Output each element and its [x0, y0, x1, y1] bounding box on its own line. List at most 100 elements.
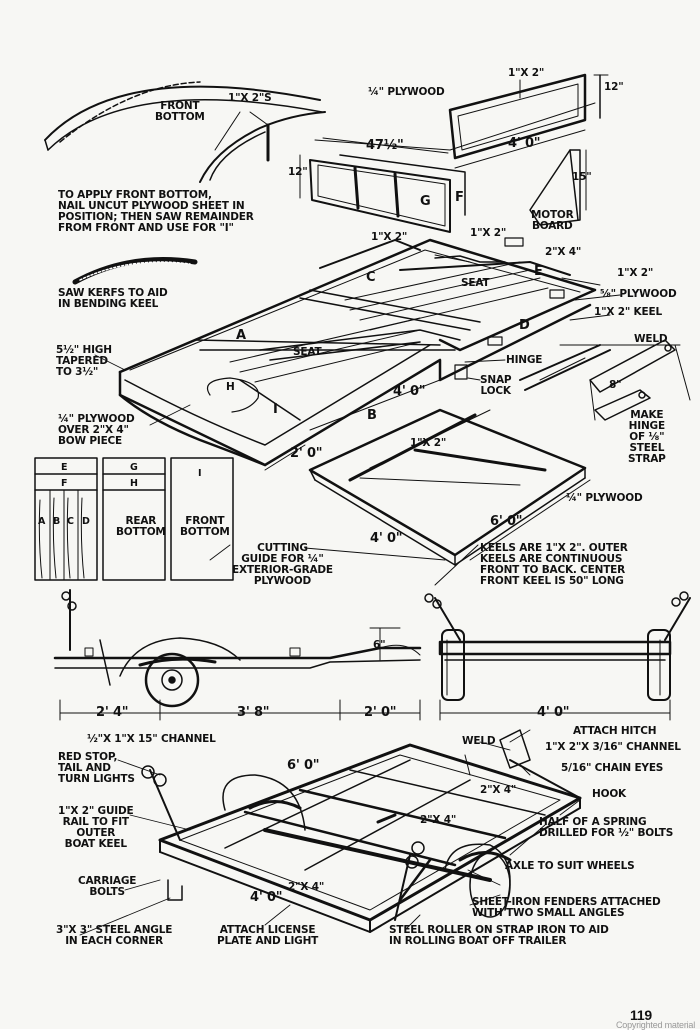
label-front-bottom: FRONT BOTTOM: [155, 100, 205, 123]
label-cut-b: B: [53, 516, 61, 527]
label-part-b: B: [367, 408, 377, 423]
label-saw-kerfs: SAW KERFS TO AID IN BENDING KEEL: [58, 287, 168, 310]
label-1x2-keel: 1"x 2" KEEL: [594, 306, 662, 318]
label-quarter-plywood-bottom: ¼" PLYWOOD: [566, 492, 643, 504]
label-cut-e: E: [61, 462, 68, 473]
dimension-lines-top: [264, 102, 596, 586]
label-part-h: H: [226, 381, 235, 393]
label-channel-half: ½"x 1"x 15" CHANNEL: [87, 733, 216, 745]
label-part-a: A: [236, 328, 246, 343]
front-bottom-sketch: [44, 81, 326, 183]
label-front-bottom-cut: FRONT BOTTOM: [180, 515, 230, 538]
label-1x2-mid-left: 1"x 2": [371, 231, 408, 243]
label-cut-i: I: [198, 468, 202, 479]
label-part-c: C: [366, 270, 376, 285]
label-5-8-plywood: ⅝" PLYWOOD: [600, 288, 677, 300]
label-keels-note: KEELS ARE 1"x 2". OUTER KEELS ARE CONTIN…: [480, 542, 628, 587]
label-dim-2ft0-side: 2' 0": [364, 705, 397, 720]
motor-board-sketch: [529, 149, 587, 226]
label-steel-roller: STEEL ROLLER ON STRAP IRON TO AID IN ROL…: [389, 924, 609, 947]
label-snap-lock: SNAP LOCK: [480, 374, 512, 397]
label-high-tapered: 5½" HIGH TAPERED TO 3½": [56, 344, 112, 378]
label-weld-top: WELD: [634, 333, 668, 345]
boat-hull: [118, 237, 597, 467]
label-dim-6-side: 6": [373, 639, 386, 651]
label-2x4-frame: 2"x 4": [480, 784, 517, 796]
label-hinge: HINGE: [506, 354, 543, 366]
page-number: 119: [630, 1007, 652, 1023]
label-dim-3ft8: 3' 8": [237, 705, 270, 720]
label-quarter-plywood-top: ¼" PLYWOOD: [368, 86, 445, 98]
label-dim-4ft-bottom: 4' 0": [370, 531, 403, 546]
label-dim-2ft-boat: 2' 0": [290, 446, 323, 461]
label-channel-3-16: 1"x 2"x 3/16" CHANNEL: [545, 741, 681, 753]
label-plywood-over-bow: ¼" PLYWOOD OVER 2"x 4" BOW PIECE: [58, 413, 135, 447]
leader-lines: [79, 254, 621, 936]
label-cut-c: C: [67, 516, 74, 527]
label-axle: AXLE TO SUIT WHEELS: [505, 860, 635, 872]
label-dim-4ft-boat: 4' 0": [393, 384, 426, 399]
label-half-spring: HALF OF A SPRING DRILLED FOR ½" BOLTS: [539, 816, 674, 839]
hinge-detail: [519, 339, 691, 421]
label-dim-15: 15": [572, 171, 592, 183]
top-plywood-panel: [448, 73, 609, 169]
label-dim-6ft-trailer: 6' 0": [287, 758, 320, 773]
label-cut-g: G: [130, 462, 138, 473]
label-dim-47-half: 47½": [366, 138, 404, 153]
label-make-hinge: MAKE HINGE OF ⅛" STEEL STRAP: [628, 409, 666, 465]
label-rear-bottom: REAR BOTTOM: [116, 515, 166, 538]
label-steel-angle: 3"x 3" STEEL ANGLE IN EACH CORNER: [56, 924, 173, 947]
label-dim-2ft4: 2' 4": [96, 705, 129, 720]
label-license-plate: ATTACH LICENSE PLATE AND LIGHT: [217, 924, 319, 947]
label-1x2s: 1"x 2"s: [228, 92, 272, 104]
label-cut-h: H: [130, 478, 138, 489]
label-fenders: SHEET-IRON FENDERS ATTACHED WITH TWO SMA…: [472, 896, 661, 919]
label-2x4-front: 2"x 4": [288, 881, 325, 893]
label-chain-eyes: 5/16" CHAIN EYES: [561, 762, 664, 774]
label-part-e: E: [534, 264, 543, 279]
label-weld-trailer: WELD: [462, 735, 496, 747]
label-dim-6ft-bottom: 6' 0": [490, 514, 523, 529]
label-part-f: F: [455, 190, 464, 205]
label-apply-front-bottom: TO APPLY FRONT BOTTOM, NAIL UNCUT PLYWOO…: [58, 189, 254, 234]
transom-panel: [299, 139, 466, 233]
label-2x4-cross: 2"x 4": [420, 814, 457, 826]
label-dim-8: 8": [609, 379, 622, 391]
label-2x4: 2"x 4": [545, 246, 582, 258]
dimension-lines-rear: [439, 699, 671, 721]
label-part-i: I: [273, 402, 278, 417]
label-cut-a: A: [38, 516, 46, 527]
label-motor-board: MOTOR BOARD: [531, 209, 574, 232]
label-hook: HOOK: [592, 788, 626, 800]
label-attach-hitch: ATTACH HITCH: [573, 725, 657, 737]
trailer-frame: [141, 729, 582, 933]
label-dim-12-left: 12": [288, 166, 308, 178]
label-1x2-mid: 1"x 2": [470, 227, 507, 239]
label-1x2-bottom: 1"x 2": [410, 437, 447, 449]
label-dim-12-right: 12": [604, 81, 624, 93]
bottom-plywood-panel: [308, 408, 587, 566]
label-seat-front: SEAT: [293, 346, 322, 358]
label-dim-4ft-top: 4' 0": [508, 136, 541, 151]
label-cutting-guide: CUTTING GUIDE FOR ¼" EXTERIOR-GRADE PLYW…: [232, 542, 333, 587]
dimension-lines-side: [59, 627, 421, 721]
label-seat-back: SEAT: [461, 277, 490, 289]
label-1x2-right: 1"x 2": [617, 267, 654, 279]
label-cut-d: D: [82, 516, 90, 527]
label-dim-4ft-rear: 4' 0": [537, 705, 570, 720]
label-cut-f: F: [61, 478, 68, 489]
label-guide-rail: 1"x 2" GUIDE RAIL TO FIT OUTER BOAT KEEL: [58, 805, 134, 850]
label-carriage-bolts: CARRIAGE BOLTS: [78, 875, 137, 898]
trailer-rear-view: [424, 591, 691, 701]
keel-kerf-sketch: [72, 257, 198, 285]
cutting-guide: [34, 457, 234, 581]
copyright-watermark: Copyrighted material: [616, 1020, 696, 1030]
label-1x2-top: 1"x 2": [508, 67, 545, 79]
trailer-side-view: [53, 589, 422, 708]
label-part-g: G: [420, 194, 431, 209]
label-part-d: D: [519, 318, 530, 333]
label-red-stop: RED STOP, TAIL AND TURN LIGHTS: [58, 751, 135, 785]
label-dim-4ft-trailer: 4' 0": [250, 890, 283, 905]
